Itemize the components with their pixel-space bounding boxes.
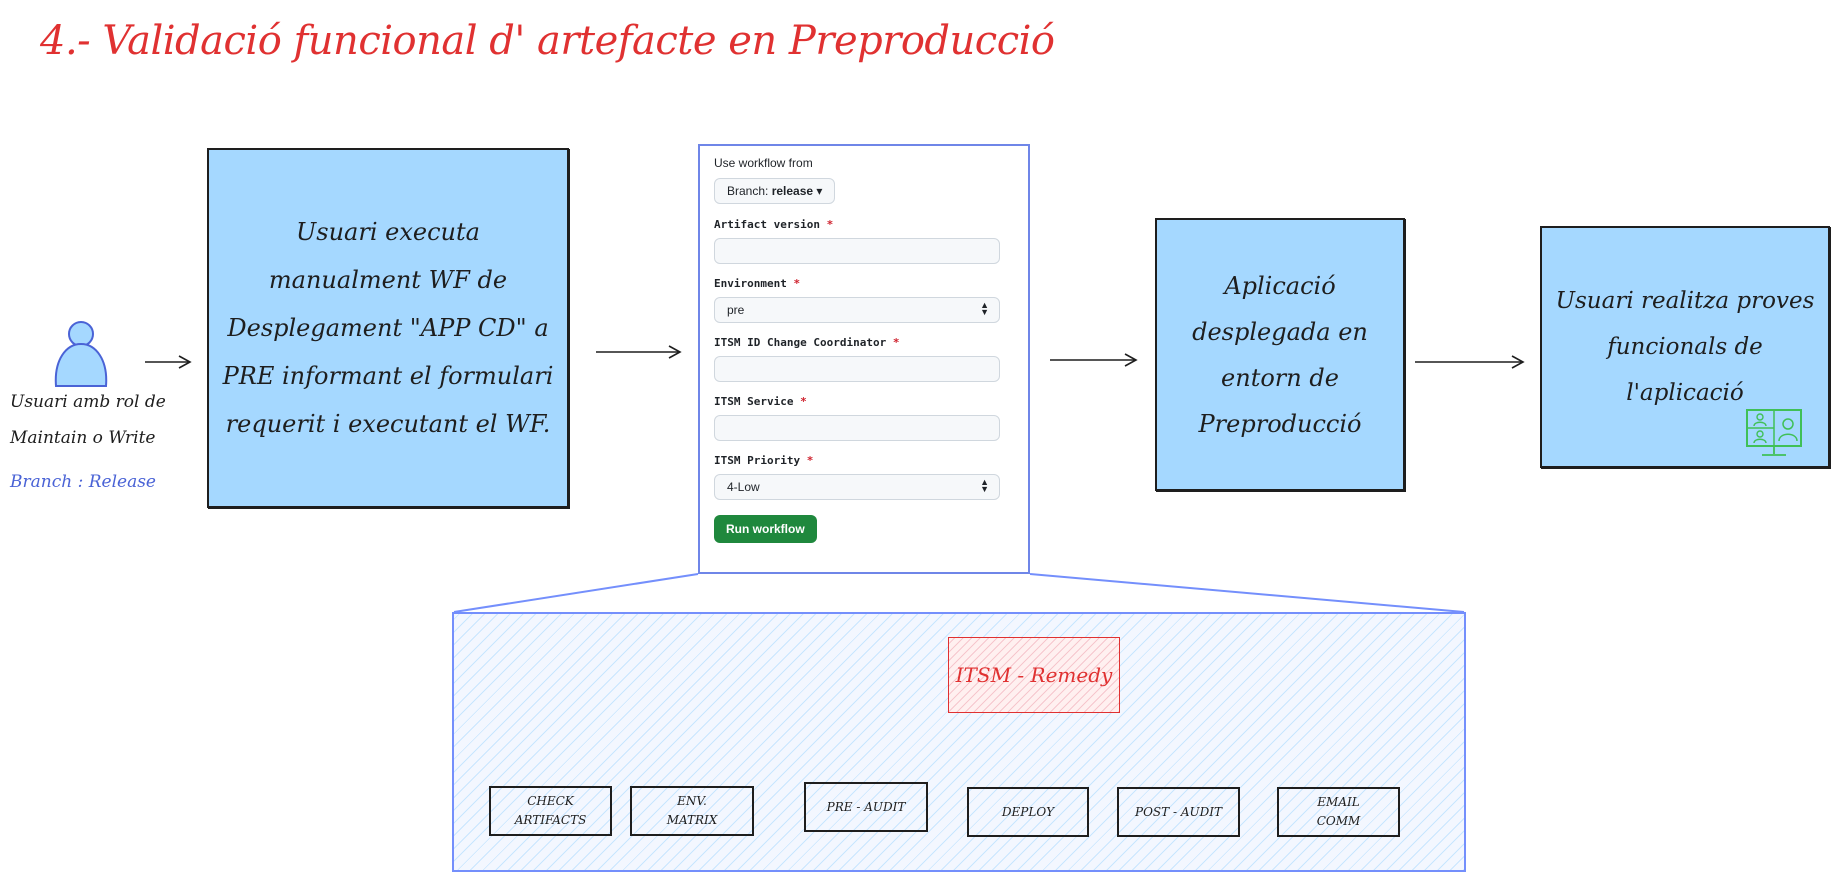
select-value: 4-Low <box>727 480 760 494</box>
environment-select[interactable]: pre ▲▼ <box>714 297 1000 323</box>
form-field-itsm-service: ITSM Service * <box>714 395 1014 441</box>
user-icon <box>54 321 108 387</box>
step-functional-tests: Usuari realitza proves funcionals de l'a… <box>1540 226 1830 468</box>
branch-prefix: Branch: <box>727 184 769 198</box>
zoom-line-right <box>1029 573 1465 613</box>
zoom-line-left <box>453 573 699 613</box>
pipeline-step-post-audit: POST - AUDIT <box>1117 787 1240 837</box>
pipeline-step-check-artifacts: CHECK ARTIFACTS <box>489 786 612 836</box>
use-workflow-from-label: Use workflow from <box>714 156 813 170</box>
select-arrows-icon: ▲▼ <box>980 477 989 494</box>
step-execute-workflow: Usuari executa manualment WF de Desplega… <box>207 148 569 508</box>
required-mark: * <box>806 454 814 467</box>
field-label: ITSM ID Change Coordinator <box>714 336 887 349</box>
pipeline-step-email-comm: EMAIL COMM <box>1277 787 1400 837</box>
form-field-environment: Environment * pre ▲▼ <box>714 277 1014 323</box>
select-value: pre <box>727 303 745 317</box>
itsm-service-input[interactable] <box>714 415 1000 441</box>
itsm-change-coordinator-input[interactable] <box>714 356 1000 382</box>
field-label: Environment <box>714 277 787 290</box>
itsm-remedy-box: ITSM - Remedy <box>948 637 1120 713</box>
page-title: 4.- Validació funcional d' artefacte en … <box>40 18 1055 64</box>
form-field-itsm-change-coordinator: ITSM ID Change Coordinator * <box>714 336 1014 382</box>
run-workflow-button[interactable]: Run workflow <box>714 515 817 543</box>
workflow-form: Use workflow from Branch: release ▾ Arti… <box>698 144 1030 574</box>
pipeline-step-pre-audit: PRE - AUDIT <box>804 782 928 832</box>
field-label: ITSM Service <box>714 395 794 408</box>
field-label: Artifact version <box>714 218 820 231</box>
artifact-version-input[interactable] <box>714 238 1000 264</box>
caret-down-icon: ▾ <box>816 184 823 198</box>
step-app-deployed: Aplicació desplegada en entorn de Prepro… <box>1155 218 1405 491</box>
required-mark: * <box>800 395 807 408</box>
field-label: ITSM Priority <box>714 454 801 467</box>
select-arrows-icon: ▲▼ <box>980 300 989 317</box>
branch-label: Branch : Release <box>10 472 156 492</box>
form-field-artifact-version: Artifact version * <box>714 218 1014 264</box>
monitor-icon <box>1746 409 1802 456</box>
branch-select-button[interactable]: Branch: release ▾ <box>714 178 836 204</box>
form-field-itsm-priority: ITSM Priority * 4-Low ▲▼ <box>714 454 1014 500</box>
required-mark: * <box>826 218 834 231</box>
required-mark: * <box>793 277 801 290</box>
user-role-label-line2: Maintain o Write <box>10 428 156 448</box>
branch-value: release <box>771 184 814 198</box>
user-role-label-line1: Usuari amb rol de <box>10 392 166 412</box>
pipeline-step-env-matrix: ENV. MATRIX <box>630 786 754 836</box>
pipeline-step-deploy: DEPLOY <box>967 787 1089 837</box>
required-mark: * <box>892 336 900 349</box>
itsm-priority-select[interactable]: 4-Low ▲▼ <box>714 474 1000 500</box>
